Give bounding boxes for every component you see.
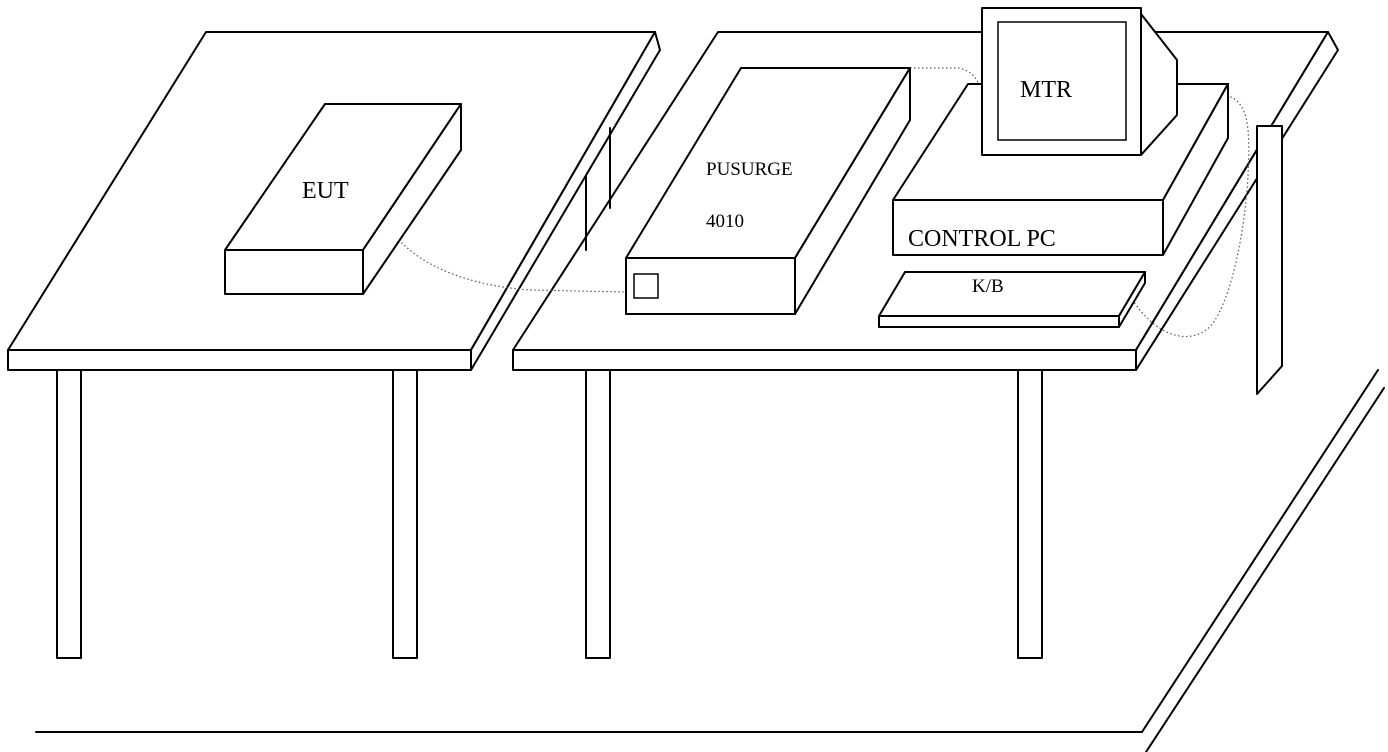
- left-table-leg-2: [392, 369, 418, 659]
- right-table-leg-1: [585, 369, 611, 659]
- right-table-back-leg: [1256, 125, 1283, 395]
- eut-label: EUT: [302, 178, 349, 204]
- middle-table-leg: [585, 127, 611, 251]
- right-table-leg-2: [1017, 369, 1043, 659]
- keyboard-label: K/B: [972, 276, 1004, 297]
- left-table-leg-1: [56, 369, 82, 659]
- surge-generator-label-line2: 4010: [706, 211, 744, 232]
- generator-front-panel-square: [633, 273, 659, 299]
- surge-generator: [625, 67, 911, 315]
- cable-keyboard-to-pc: [1129, 95, 1250, 338]
- control-pc-label: CONTROL PC: [908, 226, 1056, 252]
- ground-plane: [35, 369, 1385, 752]
- monitor-screen: [997, 21, 1127, 141]
- monitor-label: MTR: [1020, 77, 1072, 103]
- keyboard: [878, 271, 1146, 328]
- monitor: [981, 7, 1178, 156]
- surge-generator-label-line1: PUSURGE: [706, 159, 793, 180]
- eut-box: [224, 103, 462, 295]
